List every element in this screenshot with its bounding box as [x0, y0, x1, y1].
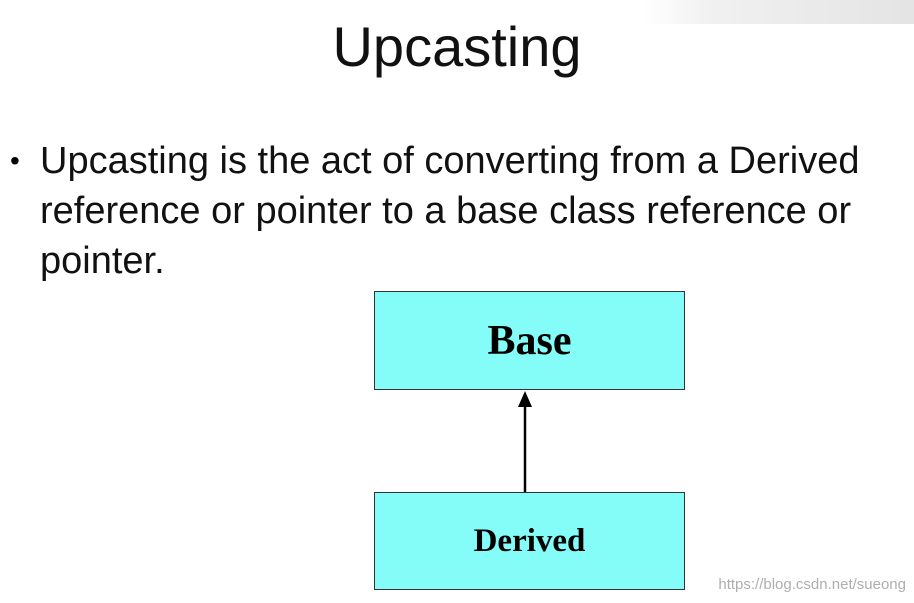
derived-class-box: Derived — [374, 492, 685, 590]
arrow-head — [518, 391, 532, 407]
bullet-text: Upcasting is the act of converting from … — [40, 140, 860, 282]
slide-title: Upcasting — [332, 15, 582, 78]
watermark-url: https://blog.csdn.net/sueong — [718, 576, 906, 593]
bullet-dot: • — [10, 145, 20, 176]
base-class-label: Base — [487, 317, 572, 364]
base-class-box: Base — [374, 291, 685, 390]
top-watermark-overlay — [644, 0, 914, 24]
derived-class-label: Derived — [473, 522, 586, 559]
